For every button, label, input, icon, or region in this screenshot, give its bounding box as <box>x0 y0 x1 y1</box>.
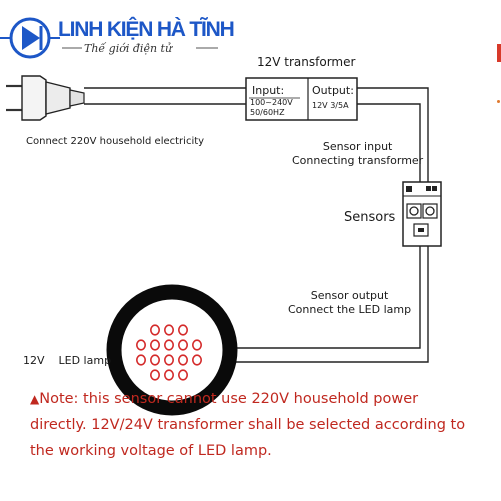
brand-tagline: Thế giới điện tử <box>84 42 173 55</box>
led-dot <box>192 354 203 366</box>
mains-wires <box>84 87 246 105</box>
edge-fragment <box>497 44 501 62</box>
tagline-rule-right <box>196 47 218 49</box>
sensor-output-label: Sensor output Connect the LED lamp <box>288 289 412 317</box>
led-dot <box>136 339 147 351</box>
led-dot <box>150 369 161 381</box>
led-dot <box>164 354 175 366</box>
brand-logo-icon <box>0 17 60 59</box>
sensor-name: Sensors <box>344 210 396 225</box>
led-dot <box>164 369 175 381</box>
warning-note-text: Note: this sensor cannot use 220V househ… <box>30 391 466 459</box>
led-dot <box>178 324 189 336</box>
led-dot <box>150 354 161 366</box>
sensor-input-label: Sensor input Connecting transformer <box>292 140 424 168</box>
transformer-output-label: Output: <box>312 84 354 97</box>
led-lamp-icon <box>106 284 238 416</box>
transformer-to-sensor-wires <box>357 87 429 184</box>
led-dot <box>150 324 161 336</box>
transformer-input-values: 100~240V 50/60HZ <box>250 98 293 117</box>
sensor-module <box>402 181 442 247</box>
mains-label: Connect 220V household electricity <box>26 136 205 147</box>
led-dot <box>192 339 203 351</box>
warning-triangle-icon: ▲ <box>30 392 40 406</box>
led-dot <box>178 354 189 366</box>
led-dot <box>164 324 175 336</box>
warning-note: ▲Note: this sensor cannot use 220V house… <box>30 386 475 464</box>
led-dot <box>178 339 189 351</box>
brand-name: LINH KIỆN HÀ TĨNH <box>58 18 235 41</box>
transformer-input-label: Input: <box>252 84 285 97</box>
led-array <box>136 324 203 381</box>
sensor-to-lamp-wires <box>232 246 429 363</box>
led-dot <box>178 369 189 381</box>
led-dot <box>136 354 147 366</box>
tagline-rule-left <box>62 47 82 49</box>
led-dot <box>164 339 175 351</box>
power-plug-icon <box>6 75 85 121</box>
led-dot <box>150 339 161 351</box>
transformer-output-value: 12V 3/5A <box>312 101 349 110</box>
transformer-box <box>245 77 358 121</box>
lamp-label: 12V LED lamp <box>23 354 112 367</box>
edge-fragment-dot <box>497 100 500 103</box>
transformer-title: 12V transformer <box>257 55 356 69</box>
